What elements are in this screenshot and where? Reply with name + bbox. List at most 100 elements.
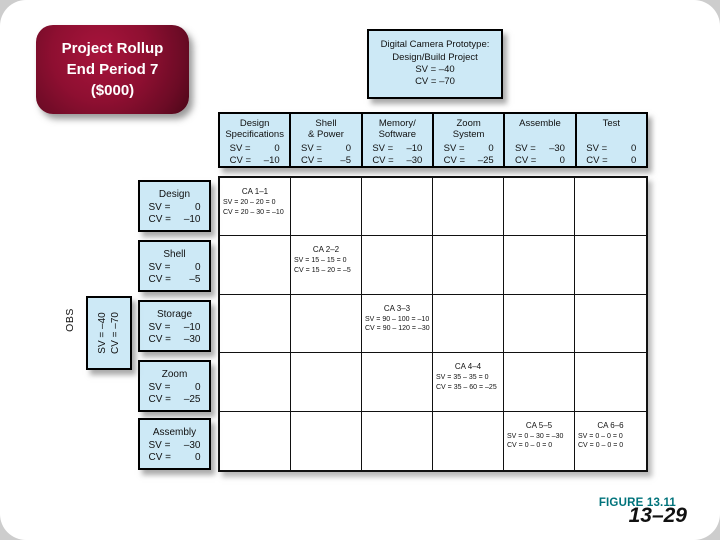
grid-cell-empty <box>433 294 504 354</box>
grid-cell-empty <box>220 411 291 470</box>
wbs-column-title-line: Specifications <box>225 128 284 140</box>
title-line: Project Rollup <box>61 40 164 57</box>
wbs-column-title-line: Zoom <box>456 118 481 129</box>
obs-cv-metric-value: –30 <box>183 334 201 345</box>
obs-cv-metric-label: CV = <box>148 214 172 225</box>
wbs-sv-metric: SV =–10 <box>372 143 422 154</box>
cost-account-sv-line: SV = 0 – 30 = –30 <box>507 432 564 440</box>
grid-cell-empty <box>291 411 362 470</box>
wbs-sv-metric: SV =0 <box>586 143 636 154</box>
grid-cell-empty <box>362 353 433 412</box>
wbs-column-title-line: Software <box>378 128 417 140</box>
grid-cell-empty <box>504 353 575 412</box>
wbs-cv-metric-label: CV = <box>443 155 466 166</box>
wbs-column-title-line: Shell <box>315 118 337 129</box>
wbs-column-title: Assemble <box>505 118 574 142</box>
obs-rollup-box: SV = –40 CV = –70 <box>86 296 132 370</box>
wbs-sv-metric-label: SV = <box>443 143 465 154</box>
obs-row-design: Design SV = 0 CV = –10 <box>138 180 211 232</box>
wbs-column-title: Shell& Power <box>291 118 360 142</box>
obs-sv-metric-label: SV = <box>148 202 171 213</box>
wbs-cv-metric: CV = 0 <box>586 155 636 166</box>
wbs-cv-metric-value: 0 <box>631 155 637 166</box>
page-number: 13–29 <box>628 504 687 527</box>
obs-sv-metric-label: SV = <box>148 440 171 451</box>
obs-axis-label: OBS <box>64 308 76 332</box>
project-cv-value: CV = –70 <box>415 76 455 88</box>
title-line: End Period 7 <box>66 61 159 78</box>
wbs-cv-metric: CV =–25 <box>444 155 494 166</box>
obs-cv-metric-value: –25 <box>183 394 201 405</box>
wbs-cv-metric-label: CV = <box>586 155 608 166</box>
obs-cv-metric-label: CV = <box>148 334 172 345</box>
wbs-cv-metric-label: CV = <box>372 155 394 166</box>
wbs-sv-metric-value: 0 <box>345 143 351 154</box>
wbs-sv-metric-value: –30 <box>549 143 565 154</box>
wbs-column-title-line: System <box>452 128 485 140</box>
title-line: ($000) <box>90 82 135 99</box>
grid-cell-empty <box>575 236 646 295</box>
wbs-cv-metric-value: –5 <box>340 155 351 166</box>
obs-cv-metric: CV = –25 <box>149 394 201 405</box>
grid-cell-empty <box>433 178 504 237</box>
grid-cell-empty <box>504 236 575 295</box>
cost-account-title: CA 5–5 <box>525 420 553 430</box>
grid-cell-empty <box>433 236 504 295</box>
wbs-cv-metric-label: CV = <box>229 155 252 166</box>
cost-account-sv-line: SV = 20 – 20 = 0 <box>223 199 276 206</box>
obs-sv-metric: SV =0 <box>149 382 201 393</box>
grid-cell-empty <box>362 411 433 470</box>
wbs-column-title: Test <box>577 118 646 142</box>
wbs-sv-metric: SV = –30 <box>515 143 565 154</box>
wbs-sv-metric-label: SV = <box>300 143 322 154</box>
wbs-sv-metric-value: –10 <box>406 143 423 154</box>
project-sv-value: SV = –40 <box>415 64 455 75</box>
cost-account-title: CA 2–2 <box>312 245 340 255</box>
wbs-sv-metric-label: SV = <box>229 143 251 154</box>
obs-sv-metric-value: –10 <box>183 322 201 333</box>
wbs-column-title-line: Test <box>602 118 621 129</box>
grid-cell-empty <box>362 178 433 237</box>
obs-cv-metric-label: CV = <box>148 452 172 463</box>
wbs-sv-metric-label: SV = <box>514 143 536 154</box>
obs-row-title: Design <box>158 189 191 200</box>
wbs-column-title-line: Design <box>239 118 270 129</box>
obs-cv-metric: CV =0 <box>149 452 201 463</box>
cost-account-sv-line: SV = 0 – 0 = 0 <box>578 432 623 440</box>
obs-cv-metric-label: CV = <box>148 274 172 285</box>
wbs-cv-metric: CV =0 <box>515 155 565 166</box>
wbs-cv-metric-value: –10 <box>263 155 280 166</box>
obs-cv-metric: CV = –30 <box>149 334 201 345</box>
obs-cv-metric-value: –10 <box>183 214 201 225</box>
obs-cv-value: CV = –70 <box>110 312 121 354</box>
obs-cv-metric: CV = –10 <box>149 214 201 225</box>
grid-cell-empty <box>504 294 575 354</box>
cost-account-title: CA 6–6 <box>597 420 624 430</box>
wbs-cv-metric-value: –30 <box>406 155 423 166</box>
obs-sv-metric-value: 0 <box>194 262 201 273</box>
grid-cell-empty <box>575 178 646 237</box>
wbs-sv-metric-value: 0 <box>488 143 494 154</box>
project-rollup-title-box: Project Rollup End Period 7 ($000) <box>36 25 189 114</box>
grid-cell-empty <box>362 236 433 295</box>
grid-cell-empty <box>220 236 291 295</box>
obs-row-title: Shell <box>163 249 186 260</box>
cost-account-cv-line: CV = 20 – 30 = –10 <box>223 208 284 216</box>
obs-row-title: Assembly <box>152 427 197 438</box>
obs-cv-metric: CV =–5 <box>149 274 201 285</box>
grid-cell-empty <box>433 411 504 470</box>
obs-sv-metric-value: 0 <box>194 202 201 213</box>
obs-sv-metric-label: SV = <box>148 322 171 333</box>
wbs-sv-metric: SV =0 <box>230 143 280 154</box>
obs-cv-metric-label: CV = <box>148 394 172 405</box>
